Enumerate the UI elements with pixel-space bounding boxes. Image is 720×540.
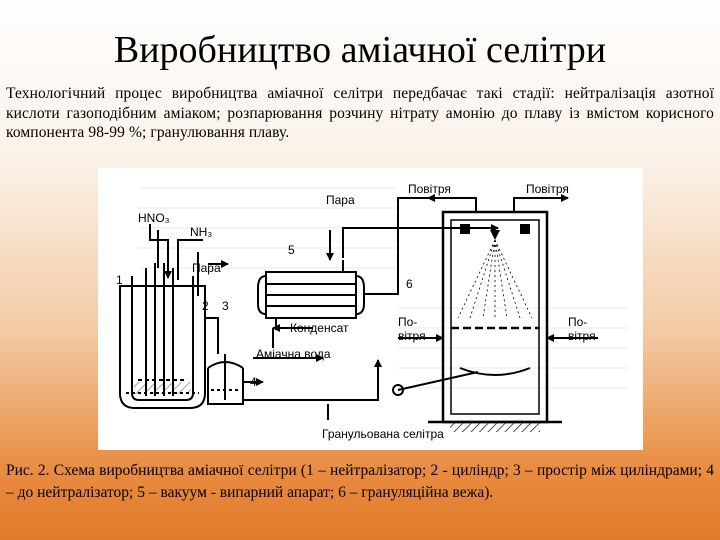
- label-air-left-line1: По-: [398, 315, 417, 329]
- process-diagram: HNO₃ NH₃ Пара Пара Повітря Повітря По- в…: [98, 168, 643, 450]
- neutralizer-liquid: [134, 382, 191, 394]
- additional-neutralizer: [207, 354, 244, 405]
- feed-lines: [149, 224, 229, 296]
- label-n4: 4: [250, 375, 257, 389]
- tower-vent-right: [520, 224, 530, 234]
- label-air-left-line2: вітря: [398, 329, 426, 343]
- label-granulated: Гранульована селітра: [322, 427, 444, 441]
- label-condensate: Конденсат: [290, 321, 349, 335]
- conveyor-belt: [327, 371, 479, 420]
- process-diagram-svg: HNO₃ NH₃ Пара Пара Повітря Повітря По- в…: [116, 182, 628, 441]
- label-hno3: HNO₃: [138, 211, 170, 225]
- label-n2: 2: [202, 299, 209, 313]
- label-air-top-right: Повітря: [526, 182, 569, 196]
- intro-paragraph: Технологічний процес виробництва аміачно…: [6, 85, 714, 141]
- label-air-top-left: Повітря: [408, 182, 451, 196]
- label-steam-top: Пара: [326, 193, 355, 207]
- label-n1: 1: [116, 273, 123, 287]
- tower-vent-left: [460, 224, 470, 234]
- tower-foundation: [450, 422, 540, 432]
- sprayer-icon: [457, 230, 533, 319]
- vacuum-evaporator: [257, 197, 499, 330]
- slide-title: Виробництво аміачної селітри: [113, 29, 607, 71]
- label-air-right-line2: вітря: [568, 329, 596, 343]
- label-nh3: NH₃: [190, 225, 212, 239]
- label-n3: 3: [222, 299, 229, 313]
- label-steam-left: Пара: [192, 261, 221, 275]
- air-flows: [398, 194, 598, 342]
- label-ammonia-water: Аміачна вода: [256, 347, 331, 361]
- label-n6: 6: [406, 277, 413, 291]
- process-pipes: [205, 317, 382, 401]
- label-n5: 5: [288, 243, 295, 257]
- figure-caption: Рис. 2. Схема виробництва аміачної селіт…: [6, 462, 714, 501]
- label-air-right-line1: По-: [568, 315, 587, 329]
